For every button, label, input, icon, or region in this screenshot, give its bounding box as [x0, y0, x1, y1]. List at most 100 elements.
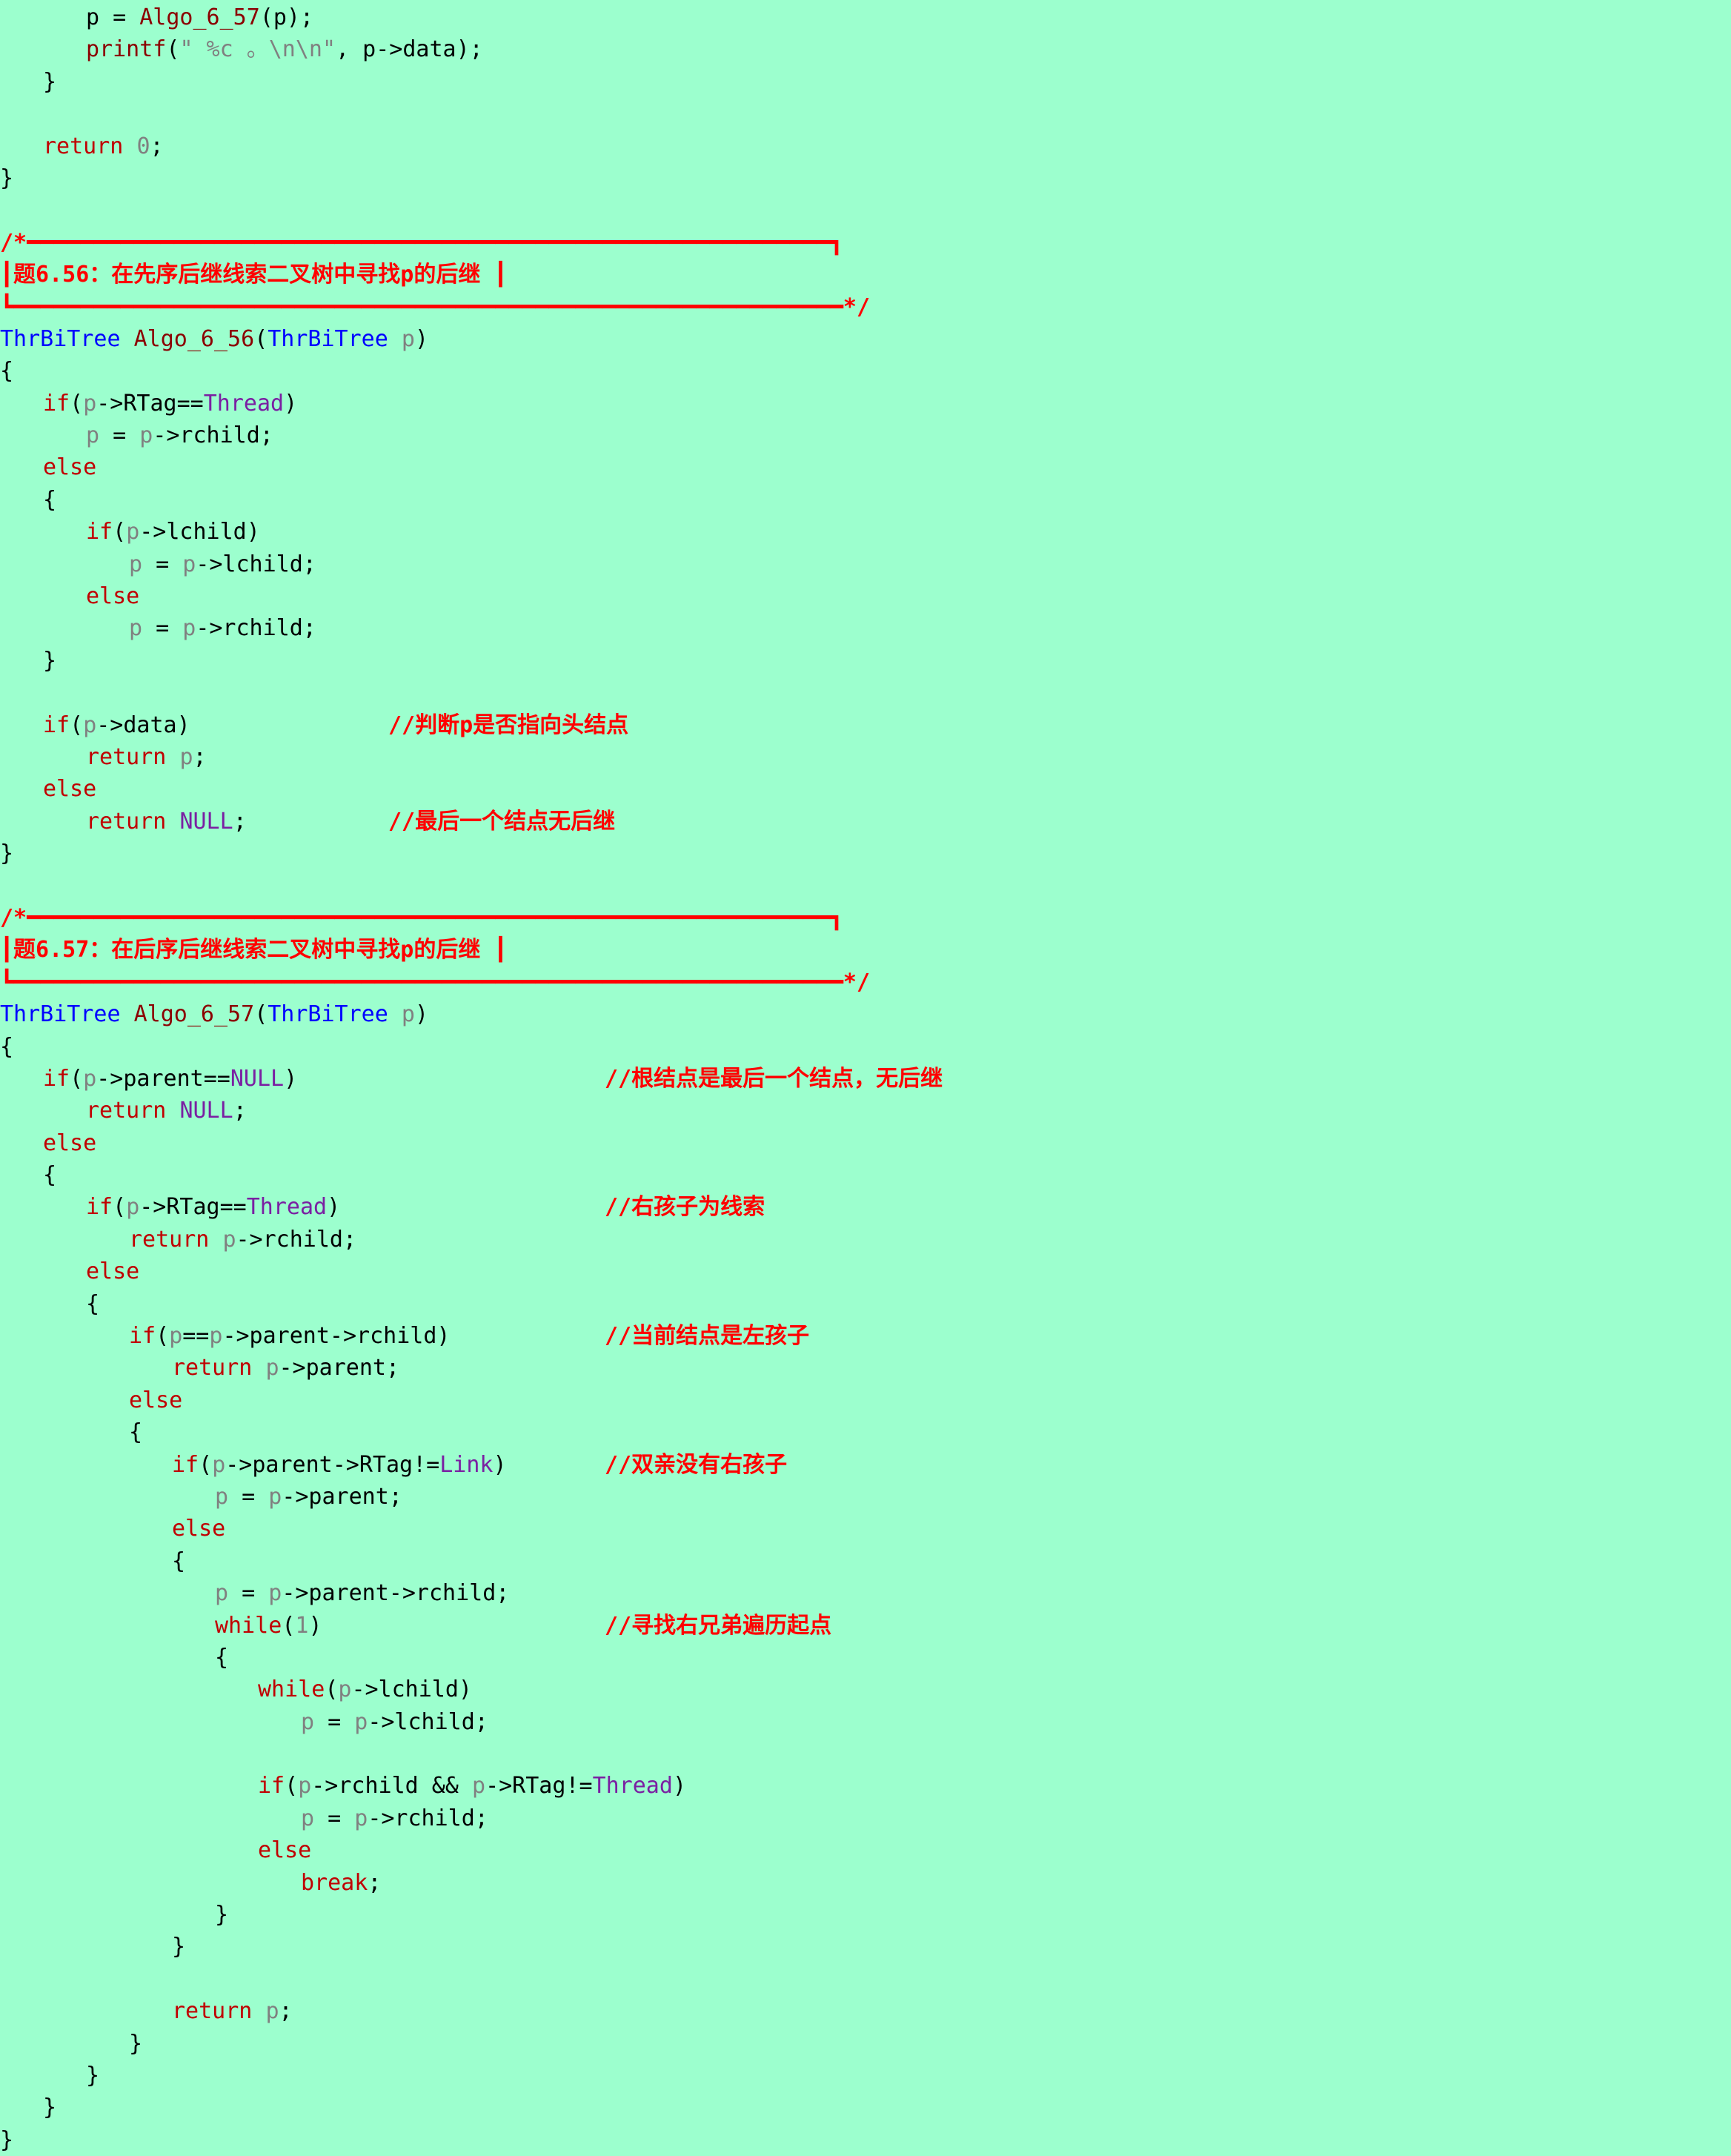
code-line: else — [0, 1513, 1731, 1545]
code-token: p — [83, 712, 97, 738]
code-text: if(p->parent==NULL) — [43, 1063, 297, 1095]
code-line: p = p->rchild; — [0, 1802, 1731, 1834]
code-token: else — [172, 1516, 226, 1542]
code-text: while(p->lchild) — [258, 1674, 472, 1705]
code-text: else — [258, 1834, 311, 1866]
code-token: { — [86, 1290, 100, 1317]
code-token: ( — [199, 1451, 213, 1478]
code-token: p — [265, 1355, 279, 1382]
inline-comment: //双亲没有右孩子 — [605, 1451, 788, 1478]
code-line: return NULL; — [0, 1095, 1731, 1127]
code-text: { — [172, 1545, 185, 1577]
code-token: ) — [284, 390, 298, 417]
code-token: p — [139, 422, 153, 449]
code-token: p = — [86, 4, 140, 30]
code-line: { — [0, 355, 1731, 387]
code-text: p = p->parent->rchild; — [215, 1577, 509, 1609]
code-line — [0, 1963, 1731, 1995]
code-token: p — [212, 1451, 226, 1478]
inline-comment: //右孩子为线索 — [605, 1194, 765, 1221]
code-token: while — [215, 1612, 282, 1639]
code-line: } — [0, 66, 1731, 98]
code-token: return — [86, 743, 180, 770]
code-line: } — [0, 1899, 1731, 1931]
code-token: p — [401, 325, 415, 352]
code-token: ->parent->rchild) — [222, 1323, 451, 1350]
code-token: } — [0, 840, 14, 867]
code-token: { — [0, 358, 14, 385]
code-line: } — [0, 2028, 1731, 2060]
code-line: else — [0, 451, 1731, 483]
code-token: ; — [233, 808, 247, 835]
code-token: = — [228, 1580, 269, 1607]
code-token: return — [43, 133, 137, 159]
code-token: p — [126, 519, 140, 545]
code-token: { — [43, 1162, 57, 1189]
code-token: ; — [279, 1998, 293, 2025]
code-text: p = p->rchild; — [86, 419, 273, 451]
code-token: (p); — [259, 4, 314, 30]
code-text: return NULL; — [86, 1095, 247, 1127]
code-line: return NULL;//最后一个结点无后继 — [0, 806, 1731, 837]
code-text: /*━━━━━━━━━━━━━━━━━━━━━━━━━━━━━━━━━━━━━━… — [0, 227, 843, 259]
code-text: /*━━━━━━━━━━━━━━━━━━━━━━━━━━━━━━━━━━━━━━… — [0, 902, 843, 934]
code-token: return — [86, 808, 180, 835]
code-token: p — [298, 1773, 312, 1800]
code-token: = — [142, 615, 183, 642]
code-text: else — [43, 773, 96, 805]
code-line: { — [0, 1642, 1731, 1674]
code-line: } — [0, 2124, 1731, 2156]
code-token: break — [301, 1869, 368, 1896]
code-text: return 0; — [43, 130, 164, 162]
code-line: return p->rchild; — [0, 1224, 1731, 1256]
code-token: ; — [368, 1869, 382, 1896]
code-token: p — [86, 422, 100, 449]
code-token: { — [215, 1644, 229, 1671]
code-text: ┗━━━━━━━━━━━━━━━━━━━━━━━━━━━━━━━━━━━━━━━… — [0, 966, 870, 998]
comment-banner: ┃题6.57：在后序后继线索二叉树中寻找p的后继 ┃ — [0, 937, 508, 963]
code-token: if — [43, 1065, 70, 1092]
code-token: { — [129, 1419, 143, 1446]
code-line: if(p->RTag==Thread)//右孩子为线索 — [0, 1191, 1731, 1223]
code-text: } — [0, 2124, 13, 2156]
code-line: return p; — [0, 1995, 1731, 2027]
code-text: else — [172, 1513, 225, 1545]
code-line: ┗━━━━━━━━━━━━━━━━━━━━━━━━━━━━━━━━━━━━━━━… — [0, 291, 1731, 323]
code-token: if — [129, 1323, 156, 1350]
code-token: ->lchild) — [139, 519, 260, 545]
code-token: ( — [254, 1001, 268, 1028]
code-token: 1 — [295, 1612, 309, 1639]
code-token: NULL — [230, 1065, 285, 1092]
code-token: if — [258, 1773, 285, 1800]
code-token: else — [258, 1837, 312, 1864]
code-token: p — [338, 1676, 352, 1703]
code-line: ┗━━━━━━━━━━━━━━━━━━━━━━━━━━━━━━━━━━━━━━━… — [0, 966, 1731, 998]
code-text: } — [0, 162, 13, 194]
code-line: { — [0, 1545, 1731, 1577]
comment-banner: /*━━━━━━━━━━━━━━━━━━━━━━━━━━━━━━━━━━━━━━… — [0, 229, 843, 256]
code-line: if(p->RTag==Thread) — [0, 388, 1731, 419]
inline-comment: //寻找右兄弟遍历起点 — [605, 1612, 832, 1639]
code-token: ( — [325, 1676, 339, 1703]
code-text: } — [172, 1931, 185, 1963]
code-token: { — [172, 1548, 186, 1574]
code-line — [0, 194, 1731, 226]
code-line: /*━━━━━━━━━━━━━━━━━━━━━━━━━━━━━━━━━━━━━━… — [0, 902, 1731, 934]
code-text: { — [0, 1031, 13, 1063]
code-token: if — [43, 712, 70, 738]
code-text: return p; — [86, 741, 207, 773]
comment-banner: ┗━━━━━━━━━━━━━━━━━━━━━━━━━━━━━━━━━━━━━━━… — [0, 969, 870, 995]
code-token: return — [129, 1226, 223, 1253]
code-token: ->lchild; — [196, 551, 316, 577]
code-token: ->rchild; — [153, 422, 273, 449]
code-line: } — [0, 645, 1731, 677]
code-token: p — [301, 1805, 315, 1831]
code-line: p = p->lchild; — [0, 1706, 1731, 1738]
code-token: } — [172, 1934, 186, 1960]
code-text: ┗━━━━━━━━━━━━━━━━━━━━━━━━━━━━━━━━━━━━━━━… — [0, 291, 870, 323]
code-text: } — [43, 645, 56, 677]
code-token: NULL — [179, 1098, 233, 1124]
code-token: Link — [439, 1451, 494, 1478]
code-token: p — [215, 1483, 229, 1510]
